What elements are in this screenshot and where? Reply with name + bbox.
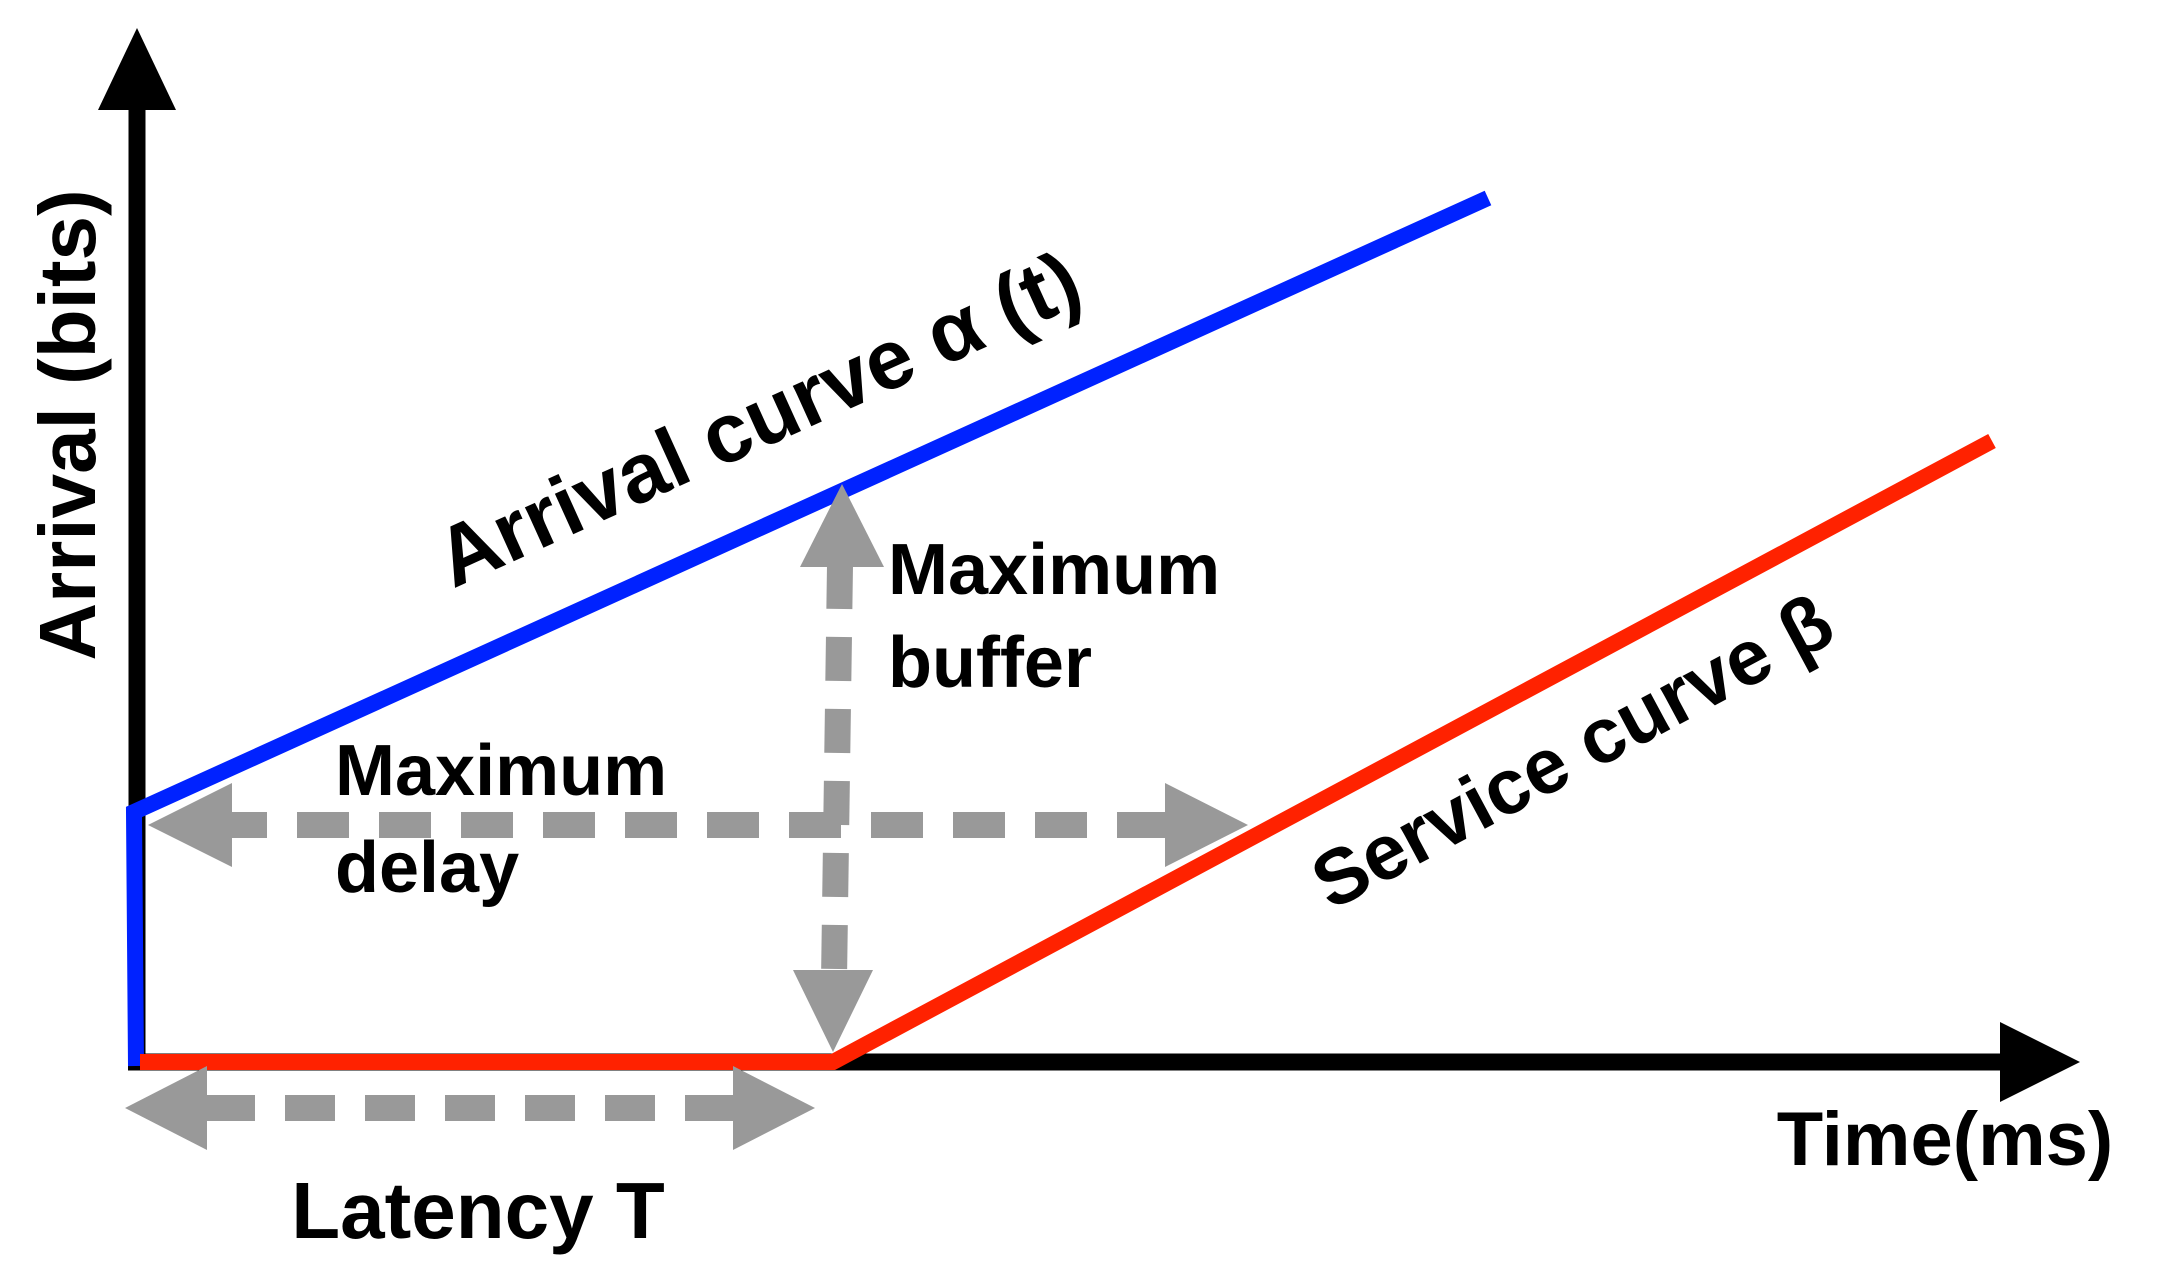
- max-delay-arrowhead-right: [1165, 783, 1248, 867]
- max-buffer-arrowhead-down: [793, 970, 873, 1052]
- max-buffer-label-line2: buffer: [888, 623, 1092, 703]
- latency-arrowhead-right: [733, 1066, 815, 1150]
- max-delay-label-line2: delay: [335, 828, 519, 908]
- x-axis-label: Time(ms): [1777, 1097, 2113, 1182]
- max-buffer-arrow-shaft: [821, 564, 853, 981]
- latency-label: Latency T: [291, 1166, 665, 1255]
- x-axis-arrowhead: [2000, 1022, 2080, 1102]
- y-axis-arrowhead: [98, 28, 176, 110]
- max-buffer-label-line1: Maximum: [888, 530, 1220, 610]
- max-delay-label-line1: Maximum: [335, 731, 667, 811]
- max-buffer-arrow: [793, 484, 884, 1052]
- max-buffer-arrowhead-up: [800, 484, 884, 567]
- arrival-curve-line: [125, 190, 1492, 1067]
- service-curve-label: Service curve β: [1297, 576, 1847, 926]
- max-delay-arrowhead-left: [148, 783, 232, 867]
- y-axis-label: Arrival (bits): [23, 189, 112, 660]
- latency-arrowhead-left: [125, 1066, 207, 1150]
- latency-arrow: [125, 1066, 815, 1150]
- service-curve-line: [140, 433, 1996, 1070]
- max-delay-arrow: [148, 783, 1248, 867]
